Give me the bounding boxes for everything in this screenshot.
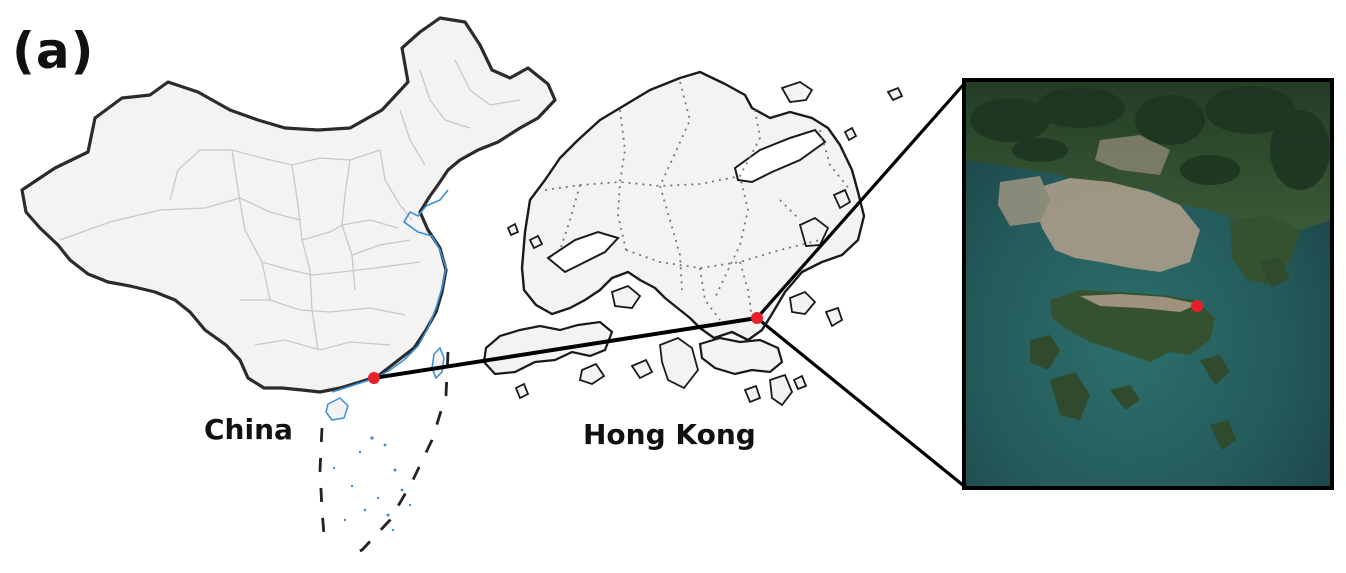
hk-location-marker xyxy=(751,312,763,324)
china-map xyxy=(20,16,557,557)
hk-to-inset-top-line xyxy=(755,82,966,320)
province-borders xyxy=(59,59,521,351)
inset-location-marker xyxy=(1191,300,1203,312)
south-china-sea-islands xyxy=(332,436,412,532)
china-location-marker xyxy=(368,372,380,384)
deep-bay xyxy=(546,230,620,274)
satellite-inset xyxy=(964,80,1332,488)
district-boundaries xyxy=(544,81,851,321)
hk-to-inset-bottom-line xyxy=(755,316,966,488)
lantau-island xyxy=(482,320,614,376)
taiwan-island xyxy=(431,346,445,380)
outlying-islands xyxy=(506,81,904,407)
connector-lines xyxy=(373,82,966,488)
panel-label: (a) xyxy=(12,22,95,80)
nine-dash-line xyxy=(318,351,450,557)
hong-kong-label: Hong Kong xyxy=(583,418,756,451)
hainan-island xyxy=(325,397,349,421)
china-outline xyxy=(20,16,557,394)
hong-kong-island xyxy=(698,336,784,376)
china-to-hk-line xyxy=(373,316,758,380)
tolo-harbour xyxy=(733,128,827,184)
hong-kong-outline xyxy=(520,70,866,342)
hong-kong-map xyxy=(482,70,904,407)
china-label: China xyxy=(204,413,293,446)
satellite-inset-frame xyxy=(962,78,1334,490)
